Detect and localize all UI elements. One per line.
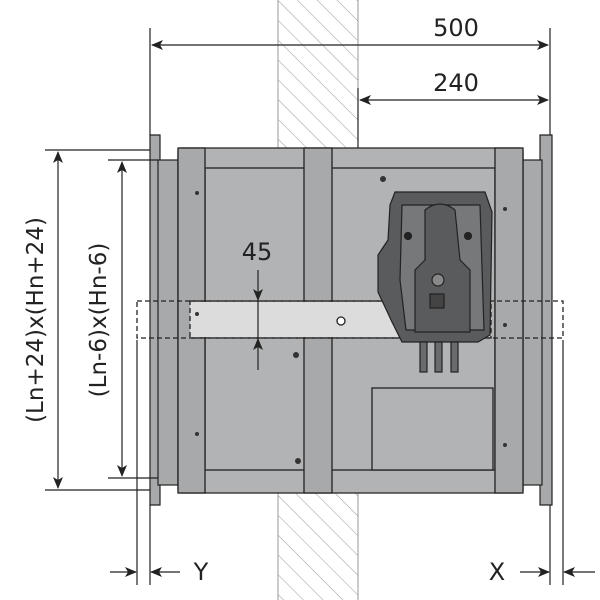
wall-hatched xyxy=(277,0,359,600)
damper-flanges xyxy=(149,134,553,506)
dim-500-label: 500 xyxy=(433,14,479,42)
dimension-lines xyxy=(45,28,595,585)
clearance-y-label: Y xyxy=(193,558,209,586)
dim-45-label: 45 xyxy=(242,238,273,266)
inner-size-label: (Ln-6)x(Hn-6) xyxy=(86,243,112,398)
outer-size-label: (Ln+24)x(Hn+24) xyxy=(23,217,49,423)
dim-240-label: 240 xyxy=(433,69,479,97)
damper-body xyxy=(136,147,564,494)
clearance-x-label: X xyxy=(489,558,505,586)
actuator xyxy=(377,191,493,373)
